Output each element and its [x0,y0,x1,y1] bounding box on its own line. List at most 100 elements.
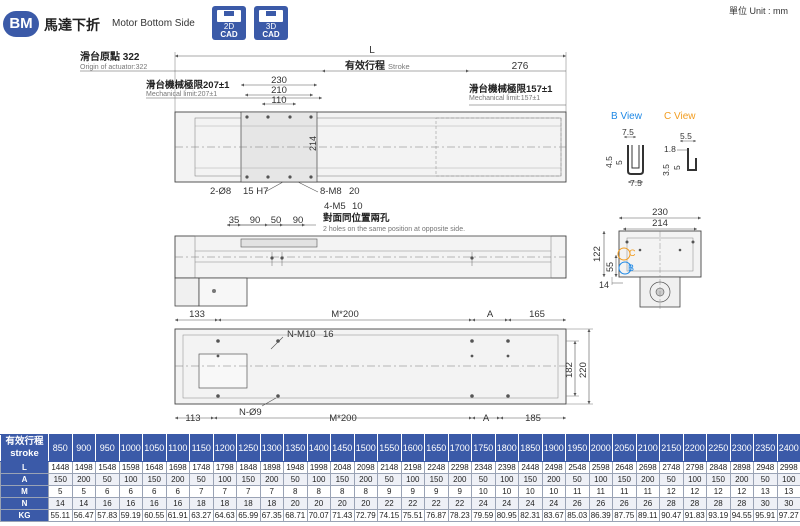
table-cell: 11 [635,485,660,498]
stroke-column-header: 2000 [588,434,613,462]
table-cell: 70.07 [306,509,331,522]
stroke-column-header: 2100 [635,434,660,462]
table-cell: 72.79 [353,509,378,522]
dim-113: 113 [185,413,200,424]
end-view: 230 214 122 55 14 C B [592,207,702,310]
table-cell: 59.19 [118,509,143,522]
table-cell: 150 [142,473,167,486]
floppy-disk-icon [217,10,241,22]
table-cell: 67.35 [259,509,284,522]
dim-m200-bot: M*200 [329,413,356,424]
table-cell: 10 [471,485,496,498]
page-title-cn: 馬達下折 [44,17,100,33]
table-cell: 2198 [400,461,425,474]
technical-drawing: L 有效行程 Stroke 276 滑台原點 322 Origin of act… [80,45,702,424]
table-cell: 24 [494,497,519,510]
table-cell: 2098 [353,461,378,474]
table-cell: 75.51 [400,509,425,522]
table-cell: 1748 [189,461,214,474]
table-cell: 8 [283,485,308,498]
table-cell: 150 [706,473,731,486]
table-cell: 5 [71,485,96,498]
table-cell: 200 [635,473,660,486]
cad-3d-button[interactable]: 3D CAD [254,6,288,40]
stroke-column-header: 2050 [612,434,637,462]
page-title-en: Motor Bottom Side [112,18,195,29]
row-label: KG [0,509,49,522]
table-cell: 200 [165,473,190,486]
table-cell: 2698 [635,461,660,474]
table-cell: 2748 [659,461,684,474]
table-cell: 200 [729,473,754,486]
end-dim-55: 55 [605,262,615,272]
table-cell: 20 [306,497,331,510]
stroke-column-header: 1400 [306,434,331,462]
b-dim-4-5: 4.5 [604,156,614,168]
table-cell: 2548 [565,461,590,474]
table-cell: 11 [588,485,613,498]
cad-2d-button[interactable]: 2D CAD [212,6,246,40]
b-dim-5: 5 [614,160,624,165]
stroke-label-en: Stroke [388,62,410,71]
stroke-column-header: 2150 [659,434,684,462]
row-label: A [0,473,49,486]
dim-L: L [369,45,375,56]
table-cell: 50 [565,473,590,486]
table-cell: 1898 [259,461,284,474]
table-cell: 90.47 [659,509,684,522]
table-cell: 22 [377,497,402,510]
table-cell: 78.23 [447,509,472,522]
origin-label-en: Origin of actuator:322 [80,64,147,71]
hole-8-m8-depth: 20 [349,186,360,197]
table-cell: 13 [776,485,800,498]
table-cell: 56.47 [71,509,96,522]
table-cell: 2398 [494,461,519,474]
b-dim-7-5a: 7.5 [622,127,634,137]
table-cell: 91.83 [682,509,707,522]
dim-35: 35 [229,215,240,226]
table-cell: 16 [95,497,120,510]
table-cell: 30 [753,497,778,510]
dim-230: 230 [271,75,287,86]
table-cell: 87.75 [612,509,637,522]
table-cell: 1598 [118,461,143,474]
table-cell: 100 [306,473,331,486]
stroke-column-header: 2350 [753,434,778,462]
stroke-column-header: 1100 [165,434,190,462]
end-dim-230: 230 [652,207,668,218]
hole-n-phi9: N-Ø9 [239,407,262,418]
side-view: 4-M5 10 對面同位置兩孔 2 holes on the same posi… [174,201,567,307]
dim-133: 133 [189,309,205,320]
table-cell: 24 [518,497,543,510]
table-cell: 50 [283,473,308,486]
stroke-column-header: 1600 [400,434,425,462]
table-cell: 9 [447,485,472,498]
table-cell: 82.31 [518,509,543,522]
table-cell: 89.11 [635,509,660,522]
table-cell: 55.11 [48,509,73,522]
table-cell: 85.03 [565,509,590,522]
table-cell: 76.87 [424,509,449,522]
table-cell: 2148 [377,461,402,474]
table-cell: 1948 [283,461,308,474]
stroke-column-header: 1550 [377,434,402,462]
row-label: N [0,497,49,510]
row-label: M [0,485,49,498]
table-cell: 2048 [330,461,355,474]
table-cell: 200 [71,473,96,486]
note-cn: 對面同位置兩孔 [323,212,390,224]
table-cell: 2998 [776,461,800,474]
stroke-column-header: 1000 [118,434,143,462]
table-cell: 28 [729,497,754,510]
stroke-column-header: 1700 [447,434,472,462]
top-view: L 有效行程 Stroke 276 滑台原點 322 Origin of act… [80,45,567,197]
table-cell: 10 [494,485,519,498]
table-cell: 1498 [71,461,96,474]
table-cell: 60.55 [142,509,167,522]
table-cell: 26 [588,497,613,510]
table-cell: 6 [165,485,190,498]
